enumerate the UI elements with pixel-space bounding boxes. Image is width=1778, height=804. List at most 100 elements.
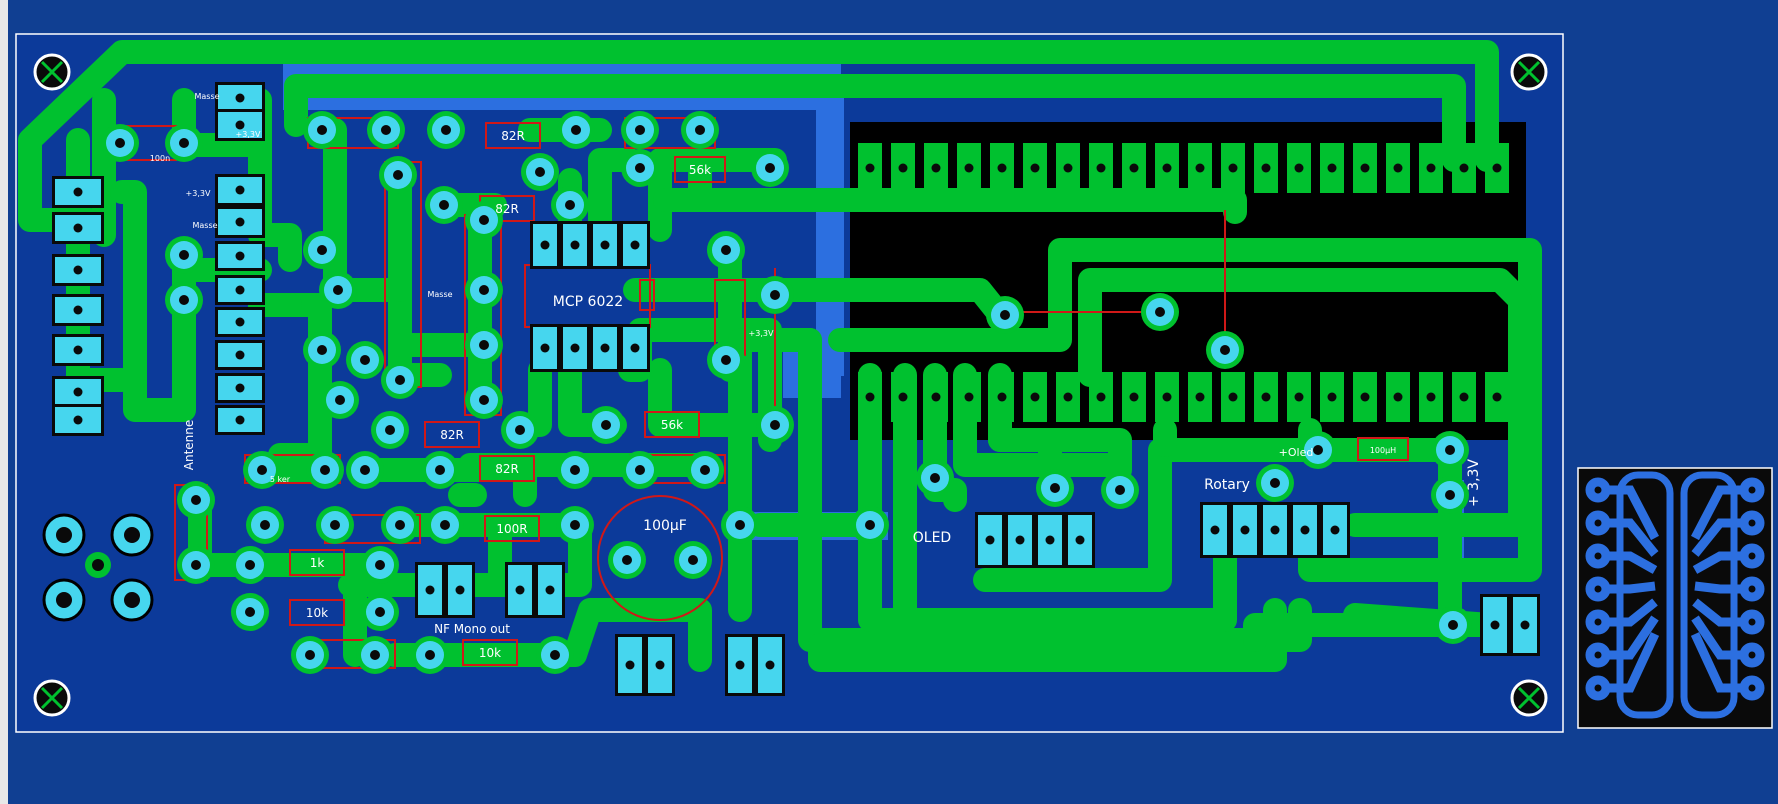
left-header-pin [52,404,104,436]
component-pad [381,361,419,399]
nf-out-pin [445,562,475,618]
battery-pin [1510,594,1540,656]
component-pad [411,636,449,674]
display-pin-bottom [1155,372,1179,422]
antenna-socket [42,513,154,622]
c-100uh-label: 100µH [1370,446,1396,455]
r-10k-label-1: 10k [306,606,328,620]
display-pin-bottom [1122,372,1146,422]
component-pad [681,111,719,149]
plus-oled-label: +Oled [1279,446,1314,459]
oled-header-pin [1035,512,1065,568]
masse-pin [215,206,265,238]
component-pad [303,111,341,149]
silkscreen-labels: MCP 6022 OLED Rotary NF Mono out Antenne… [150,92,1482,660]
oled-header-pin [1065,512,1095,568]
display-pin-top [1353,143,1377,193]
display-pin-bottom [1254,372,1278,422]
ic-label: MCP 6022 [553,294,623,310]
mid-header-pin [215,405,265,435]
display-pin-bottom [1287,372,1311,422]
mid-header-pin [215,241,265,271]
component-pad [1141,293,1179,331]
left-header-pin [52,334,104,366]
component-pad [1256,464,1294,502]
display-pin-top [1221,143,1245,193]
component-pad [465,201,503,239]
display-pin-bottom [858,372,882,422]
component-pads [52,82,1540,696]
component-pad [751,149,789,187]
display-pin-top [990,143,1014,193]
component-pad [1036,469,1074,507]
component-pad [1101,471,1139,509]
nf-out-pin [505,562,535,618]
display-pin-top [1485,143,1509,193]
mid-header-pin [215,275,265,305]
display-pin-bottom [1188,372,1212,422]
display-pin-top [858,143,882,193]
ic-pin-top [560,221,590,269]
masse-label-1: Masse [194,92,219,101]
c-100n-label: 100n [150,154,170,163]
component-pad [231,593,269,631]
component-pad [381,506,419,544]
v33-label-3: +3,3V [749,329,774,338]
r-100r-label: 100R [496,522,527,536]
display-pin-bottom [1023,372,1047,422]
display-pin-top [957,143,981,193]
masse-label-2: Masse [192,221,217,230]
r-82r-label-1: 82R [501,129,525,143]
display-pin-bottom [1320,372,1344,422]
component-pad [674,541,712,579]
display-pin-bottom [1485,372,1509,422]
ic-pin-top [590,221,620,269]
component-pad [427,111,465,149]
component-pad [556,451,594,489]
component-pad [361,546,399,584]
component-pad [756,406,794,444]
display-header-top [858,143,1509,193]
component-pad [291,636,329,674]
component-pad [621,111,659,149]
component-pad [521,153,559,191]
component-pad [371,411,409,449]
oled-header-pin [975,512,1005,568]
component-pad [231,546,269,584]
display-pin-bottom [957,372,981,422]
component-pad [686,451,724,489]
left-ruler [0,0,8,804]
v33-pin [215,174,265,206]
component-pad [316,506,354,544]
component-pad [986,296,1024,334]
component-pad [851,506,889,544]
component-pad [707,231,745,269]
display-pin-top [1254,143,1278,193]
nf-out-pin [415,562,445,618]
ic-pin-bottom [560,324,590,372]
ic-pin-bottom [620,324,650,372]
component-pad [165,236,203,274]
display-pin-top [1122,143,1146,193]
mid-header-pin [215,340,265,370]
component-pad [1434,606,1472,644]
component-pad [621,149,659,187]
display-pin-top [1287,143,1311,193]
component-pad [465,381,503,419]
component-pad [177,546,215,584]
component-pad [303,331,341,369]
component-pad [916,459,954,497]
component-pad [756,276,794,314]
component-pad [361,593,399,631]
display-pin-top [1089,143,1113,193]
v33-label-2: +3,3V [186,189,211,198]
mounting-hole-top-right [1510,53,1548,91]
left-header-pin [52,212,104,244]
smd-adapter-module [1577,467,1773,729]
display-pin-top [1023,143,1047,193]
component-pad [1431,476,1469,514]
display-pin-bottom [1353,372,1377,422]
r-82r-label-4: 82R [495,462,519,476]
display-pin-top [891,143,915,193]
